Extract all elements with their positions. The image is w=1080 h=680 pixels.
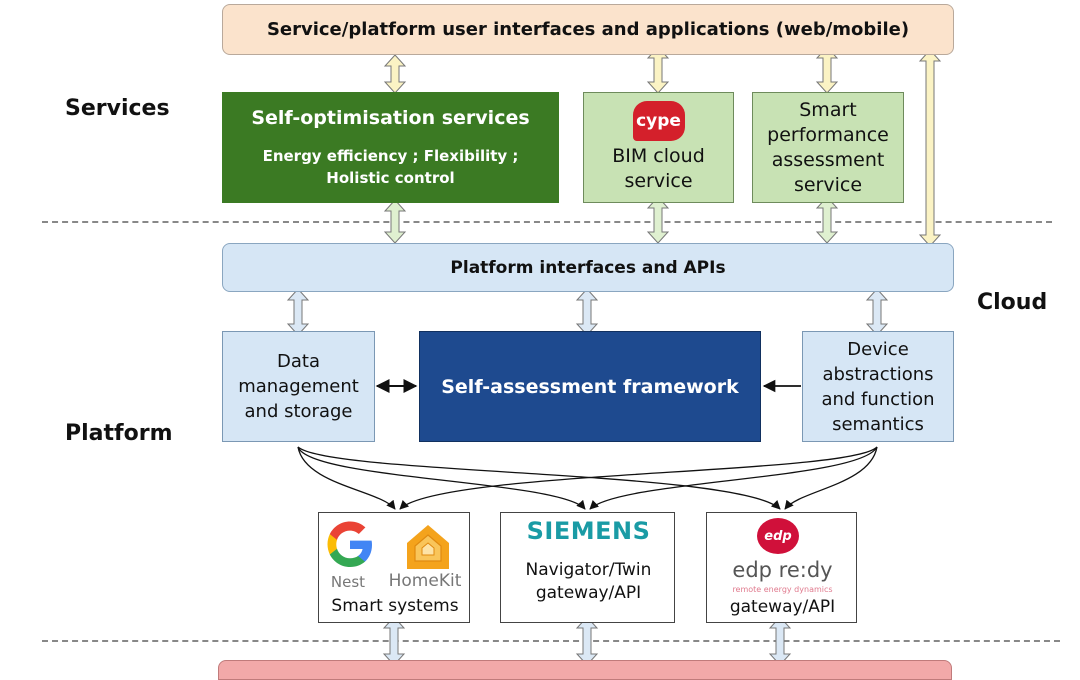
data-management-box: Data management and storage [222,331,375,442]
arrow-api-device [865,288,889,336]
siemens-gateway-box: SIEMENS Navigator/Twin gateway/API [500,512,675,623]
siemens-logo: SIEMENS [526,517,651,545]
nest-logo: Nest [330,573,366,591]
self-optimisation-line-2: Holistic control [326,168,455,187]
self-optimisation-line-1: Energy efficiency ; Flexibility ; [262,146,519,165]
device-line-3: and function [821,388,935,410]
curve-device-edp [784,446,878,510]
arrow-top-api-long [918,49,942,247]
data-line-2: management [238,376,359,397]
user-interfaces-bar: Service/platform user interfaces and app… [222,4,954,55]
curve-data-edp [297,446,781,510]
smart-line-2: performance [767,123,889,146]
arrow-bim-api [646,196,670,244]
curve-device-nest [399,446,878,510]
device-abstractions-box: Device abstractions and function semanti… [802,331,954,442]
arrow-nest-bottom [382,616,406,666]
arrow-selfopt-api [383,199,407,244]
device-line-1: Device [847,338,909,360]
curve-device-siemens [589,446,878,510]
smart-systems-box: Nest HomeKit Smart systems [318,512,470,623]
smart-performance-assessment-box: Smart performance assessment service [752,92,904,203]
bottom-layer-bar [218,660,952,680]
separator-platform-devices [42,640,1060,642]
bim-cloud-service-box: cype BIM cloud service [583,92,734,203]
bim-line-1: BIM cloud [612,145,705,167]
arrow-siemens-bottom [575,616,599,666]
separator-services-cloud [42,221,1052,223]
device-line-4: semantics [832,413,924,435]
self-optimisation-services-box: Self-optimisation services Energy effici… [222,92,559,203]
edp-gateway-box: edp edp re:dy remote energy dynamics gat… [706,512,857,623]
arrow-smart-api [815,196,839,244]
device-line-2: abstractions [822,363,934,385]
self-optimisation-title: Self-optimisation services [251,106,530,129]
smart-systems-caption: Smart systems [331,596,459,616]
edp-brand: edp re:dy [732,558,833,582]
google-g-icon [327,521,372,567]
homekit-house-icon [407,525,449,569]
cloud-label: Cloud [977,290,1048,315]
siemens-line-1: Navigator/Twin [525,560,652,580]
cype-logo: cype [632,101,685,141]
arrow-top-selfopt [383,54,407,94]
smart-line-3: assessment [771,148,885,171]
cype-logo-text: cype [636,110,681,131]
smart-line-4: service [793,173,863,196]
self-assessment-framework-box: Self-assessment framework [419,331,761,442]
curve-data-siemens [297,446,586,510]
bim-line-2: service [624,170,693,192]
platform-label: Platform [65,421,173,446]
siemens-line-2: gateway/API [535,583,642,603]
smart-line-1: Smart [799,98,857,121]
edp-tagline: remote energy dynamics [732,585,833,594]
data-line-3: and storage [244,401,353,422]
services-label: Services [65,96,170,121]
data-line-1: Data [277,351,320,372]
arrow-api-data [286,288,310,336]
platform-interfaces-bar: Platform interfaces and APIs [222,243,954,292]
edp-badge-text: edp [764,528,792,544]
arrow-edp-bottom [768,616,792,666]
curve-data-nest [297,446,396,510]
arrow-api-framework [575,288,599,336]
edp-caption: gateway/API [729,597,836,617]
homekit-logo: HomeKit [388,571,462,591]
edp-logo-badge: edp [757,518,799,554]
